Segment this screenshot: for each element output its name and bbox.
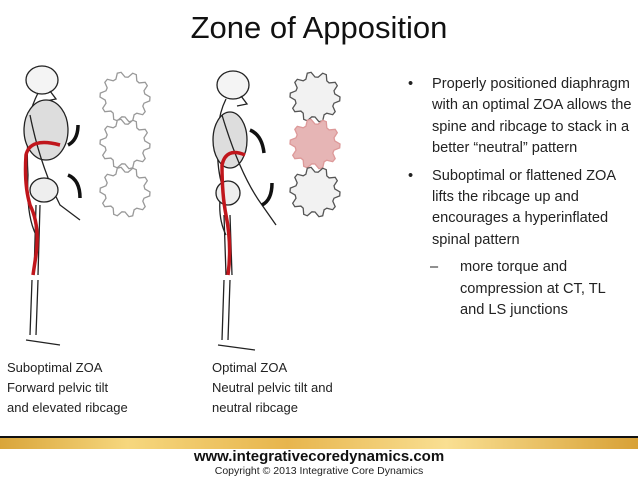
sub-bullet-item: –more torque and compression at CT, TL a… [430,259,606,319]
footer-url[interactable]: www.integrativecoredynamics.com [193,448,445,465]
slide-title: Zone of Apposition [190,10,448,45]
footer-divider [0,436,638,438]
gear-icon [99,71,151,123]
gear-icon [289,166,341,218]
muscle-suboptimal [23,140,61,276]
footer-copyright: Copyright © 2013 Integrative Core Dynami… [214,465,424,477]
caption-optimal: Optimal ZOA Neutral pelvic tilt and neut… [212,360,333,415]
gear-icon [99,166,151,218]
gear-icon [99,118,151,170]
gear-icon [289,71,341,123]
bullet-list: •Properly positioned diaphragm with an o… [408,74,633,321]
caption-suboptimal: Suboptimal ZOA Forward pelvic tilt and e… [7,360,128,415]
footer-gold-band [0,438,638,449]
muscle-optimal [220,150,246,276]
zoa-illustration [23,65,341,351]
skeleton-suboptimal [23,65,81,346]
gear-icon [289,118,341,170]
curved-arrows [67,124,274,207]
skeleton-optimal [212,70,277,351]
bullet-item: •Properly positioned diaphragm with an o… [408,76,632,157]
bullet-item: •Suboptimal or flattened ZOA lifts the r… [408,167,616,248]
